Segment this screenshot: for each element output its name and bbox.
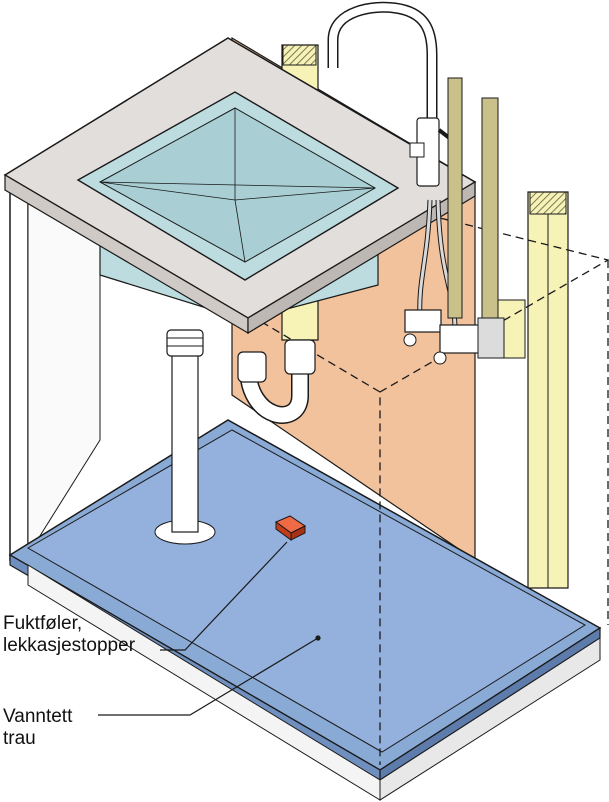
drain-trap-icon <box>237 339 316 424</box>
waterproof-tray <box>8 419 602 782</box>
shut-off-valves <box>403 309 505 365</box>
tray-label-line1: Vanntett <box>3 706 73 727</box>
moisture-sensor-icon <box>274 515 306 541</box>
cabinet-plinth-right <box>379 637 601 801</box>
drain-pipe <box>154 329 216 545</box>
cabinet-left-panel <box>27 184 101 557</box>
faucet-icon <box>327 1 454 187</box>
sensor-label-line1: Fuktføler, <box>3 613 83 634</box>
sensor-label-line2: lekkasjestopper <box>3 635 136 656</box>
cabinet-left-side <box>9 184 29 561</box>
sink-basin <box>76 91 400 281</box>
tray-label-line2: trau <box>3 728 36 749</box>
leader-lines <box>98 541 321 716</box>
